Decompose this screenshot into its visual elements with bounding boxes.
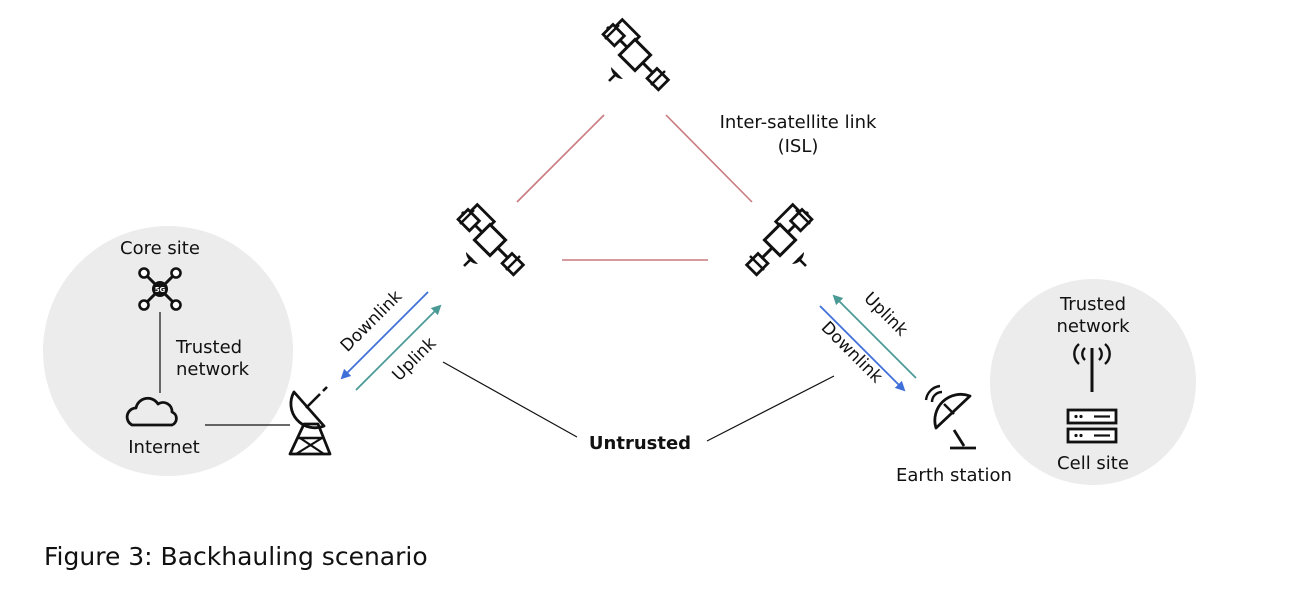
isl-link-top-left xyxy=(516,114,605,203)
satellite-right-icon xyxy=(745,203,814,277)
core-site-label: Core site xyxy=(120,238,200,259)
satellite-left-icon xyxy=(456,203,525,277)
figure-caption: Figure 3: Backhauling scenario xyxy=(44,542,428,571)
trusted-zone-left xyxy=(43,226,293,476)
right-downlink-arrow xyxy=(819,305,906,392)
earth-station-label: Earth station xyxy=(896,465,1012,486)
server-rack-icon xyxy=(1066,408,1118,444)
trusted-network-right-line2: network xyxy=(1056,316,1130,337)
antenna-icon xyxy=(1073,343,1111,392)
cloud-icon xyxy=(125,396,178,427)
isl-link-top-right xyxy=(665,114,753,203)
ground-dish-left-icon xyxy=(288,386,332,456)
left-downlink-label: Downlink xyxy=(337,287,407,357)
isl-label-line2: (ISL) xyxy=(778,136,819,157)
right-uplink-label: Uplink xyxy=(860,289,912,341)
satellite-top-icon xyxy=(601,18,670,92)
right-uplink-arrow xyxy=(832,294,917,379)
core-network-5g-icon: 5G xyxy=(138,267,182,311)
left-downlink-arrow xyxy=(340,291,429,380)
internet-label: Internet xyxy=(128,437,199,458)
untrusted-link-right xyxy=(706,375,835,442)
core-5g-label: 5G xyxy=(155,286,166,294)
left-uplink-label: Uplink xyxy=(389,333,441,385)
untrusted-link-left xyxy=(442,361,578,438)
left-uplink-arrow xyxy=(355,304,442,391)
cell-site-label: Cell site xyxy=(1057,453,1129,474)
untrusted-label: Untrusted xyxy=(589,433,691,454)
earth-station-dish-icon xyxy=(924,384,976,450)
isl-label-line1: Inter-satellite link xyxy=(720,112,877,133)
right-downlink-label: Downlink xyxy=(817,318,887,388)
trusted-network-left-line1: Trusted xyxy=(175,337,242,358)
trusted-network-left-line2: network xyxy=(176,359,250,380)
trusted-network-right-line1: Trusted xyxy=(1059,294,1126,315)
